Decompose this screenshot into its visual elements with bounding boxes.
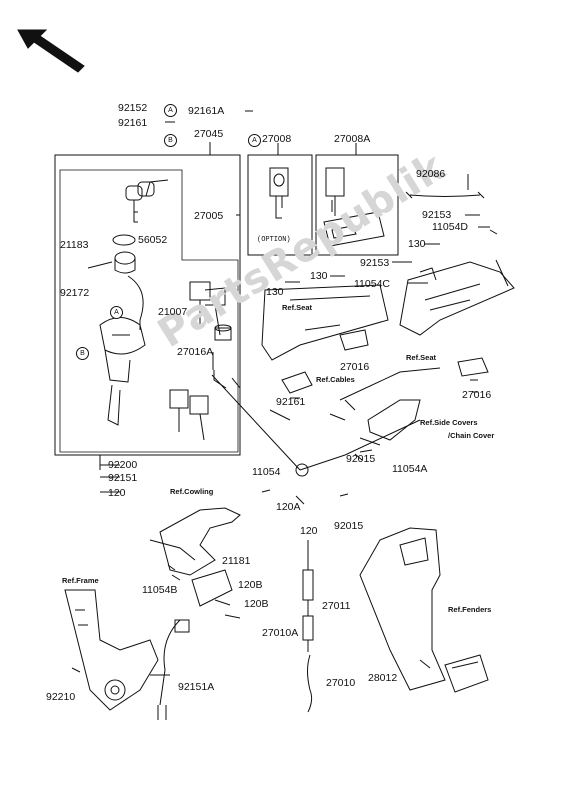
part-label: 21007 xyxy=(158,306,188,318)
callout-a: A xyxy=(110,306,123,319)
part-label: 120A xyxy=(276,501,301,513)
part-label: 27011 xyxy=(322,600,351,612)
option-key-icon xyxy=(269,167,289,219)
part-label: 11054C xyxy=(354,278,391,290)
option-label: (OPTION) xyxy=(257,236,291,244)
reference-label: Ref.Cowling xyxy=(170,487,214,496)
callout-a: A xyxy=(248,134,261,147)
part-label: 120 xyxy=(300,525,318,537)
part-label: 27016A xyxy=(177,346,214,358)
part-label: 11054 xyxy=(252,466,281,478)
reference-label: Ref.Side Covers xyxy=(420,418,478,427)
key-top-icon xyxy=(125,179,169,223)
license-plate-light-icon xyxy=(444,654,489,693)
part-label: 56052 xyxy=(138,234,168,246)
part-label: 27010A xyxy=(262,627,299,639)
callout-b: B xyxy=(76,347,89,360)
part-label: 11054B xyxy=(142,584,178,596)
part-label: 92161 xyxy=(118,117,148,129)
part-label: 27008A xyxy=(334,133,371,145)
part-label: 21181 xyxy=(222,555,251,567)
front-direction-arrow-icon xyxy=(17,29,85,73)
ring-icon xyxy=(112,234,136,246)
part-label: 27016 xyxy=(340,361,370,373)
part-label: 92015 xyxy=(346,453,376,465)
part-label: 120B xyxy=(238,579,263,591)
reference-label: Ref.Fenders xyxy=(448,605,492,614)
key-set-frame xyxy=(54,154,241,456)
part-label: 27016 xyxy=(462,389,492,401)
callout-b: B xyxy=(164,134,177,147)
part-label: 92161A xyxy=(188,105,225,117)
reference-label: Ref.Frame xyxy=(62,576,99,585)
part-label: 92152 xyxy=(118,102,148,114)
part-label: 92151A xyxy=(178,681,215,693)
part-label: 92151 xyxy=(108,472,138,484)
ignition-switch-frame xyxy=(59,169,239,453)
part-label: 28012 xyxy=(368,672,398,684)
part-label: 130 xyxy=(266,286,284,298)
part-label: 120B xyxy=(244,598,269,610)
transponder-key-frame xyxy=(315,154,399,256)
part-label: 27045 xyxy=(194,128,224,140)
part-label: 92210 xyxy=(46,691,76,703)
part-label: 92161 xyxy=(276,396,306,408)
reference-label: Ref.Cables xyxy=(316,375,355,384)
option-key-frame xyxy=(247,154,313,256)
part-label: 130 xyxy=(310,270,328,282)
part-label: 92153 xyxy=(422,209,452,221)
part-label: 27010 xyxy=(326,677,356,689)
reference-label: /Chain Cover xyxy=(448,431,495,440)
part-label: 92153 xyxy=(360,257,390,269)
part-label: 92172 xyxy=(60,287,90,299)
part-label: 92086 xyxy=(416,168,446,180)
part-label: 130 xyxy=(408,238,426,250)
part-label: 27008 xyxy=(262,133,292,145)
callout-a: A xyxy=(164,104,177,117)
reference-label: Ref.Seat xyxy=(282,303,313,312)
part-label: 11054D xyxy=(432,221,469,233)
part-label: 92015 xyxy=(334,520,364,532)
reference-label: Ref.Seat xyxy=(406,353,437,362)
part-label: 21183 xyxy=(60,239,89,251)
part-label: 27005 xyxy=(194,210,224,222)
part-label: 120 xyxy=(108,487,126,499)
part-label: 11054A xyxy=(392,463,428,475)
part-label: 92200 xyxy=(108,459,138,471)
